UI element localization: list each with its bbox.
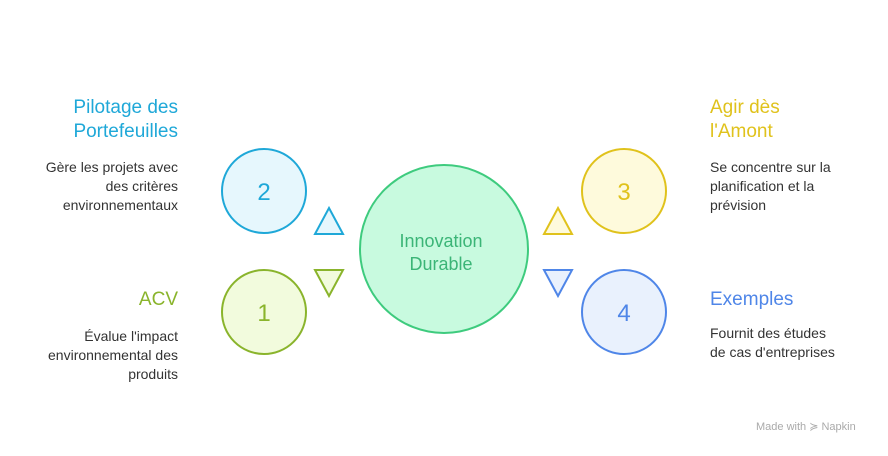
desc-line: Fournit des études	[710, 325, 826, 341]
desc-line: Évalue l'impact	[84, 328, 178, 344]
desc-line: environnementaux	[62, 197, 178, 213]
triangle-down-icon	[542, 269, 574, 299]
title-line: Portefeuilles	[73, 121, 178, 142]
desc-exemples: Fournit des études de cas d'entreprises	[710, 324, 880, 362]
desc-line: des critères	[105, 178, 178, 194]
center-circle	[359, 164, 529, 334]
desc-pilotage: Gère les projets avec des critères envir…	[10, 158, 178, 215]
number-4: 4	[617, 300, 630, 327]
napkin-logo-icon: ≽	[809, 421, 819, 433]
circle-2	[221, 148, 307, 234]
made-with-label: Made with	[756, 421, 807, 433]
made-with-napkin[interactable]: Made with ≽ Napkin	[756, 420, 856, 433]
desc-line: de cas d'entreprises	[710, 344, 835, 360]
title-exemples: Exemples	[710, 288, 880, 312]
number-1: 1	[257, 300, 270, 327]
desc-line: prévision	[710, 197, 767, 213]
title-acv: ACV	[20, 288, 178, 312]
number-3: 3	[617, 179, 630, 206]
desc-line: Se concentre sur la	[710, 159, 831, 175]
title-pilotage: Pilotage des Portefeuilles	[20, 96, 178, 144]
triangle-down-icon	[313, 269, 345, 299]
desc-agir: Se concentre sur la planification et la …	[710, 158, 880, 215]
center-label-1: Innovation	[399, 231, 482, 251]
center-label-2: Durable	[409, 254, 472, 274]
circle-1	[221, 269, 307, 355]
triangle-up-icon	[542, 205, 574, 235]
triangle-up-icon	[313, 205, 345, 235]
title-line: Agir dès	[710, 97, 780, 118]
circle-4	[581, 269, 667, 355]
desc-acv: Évalue l'impact environnemental des prod…	[10, 327, 178, 384]
title-line: ACV	[138, 289, 178, 310]
number-2: 2	[257, 179, 270, 206]
desc-line: environnemental des	[48, 347, 178, 363]
title-line: Pilotage des	[73, 97, 178, 118]
brand-label: Napkin	[821, 421, 856, 433]
desc-line: produits	[128, 366, 178, 382]
title-line: Exemples	[710, 289, 794, 310]
circle-3	[581, 148, 667, 234]
title-line: l'Amont	[710, 121, 773, 142]
desc-line: Gère les projets avec	[45, 159, 178, 175]
desc-line: planification et la	[710, 178, 815, 194]
title-agir: Agir dès l'Amont	[710, 96, 880, 144]
